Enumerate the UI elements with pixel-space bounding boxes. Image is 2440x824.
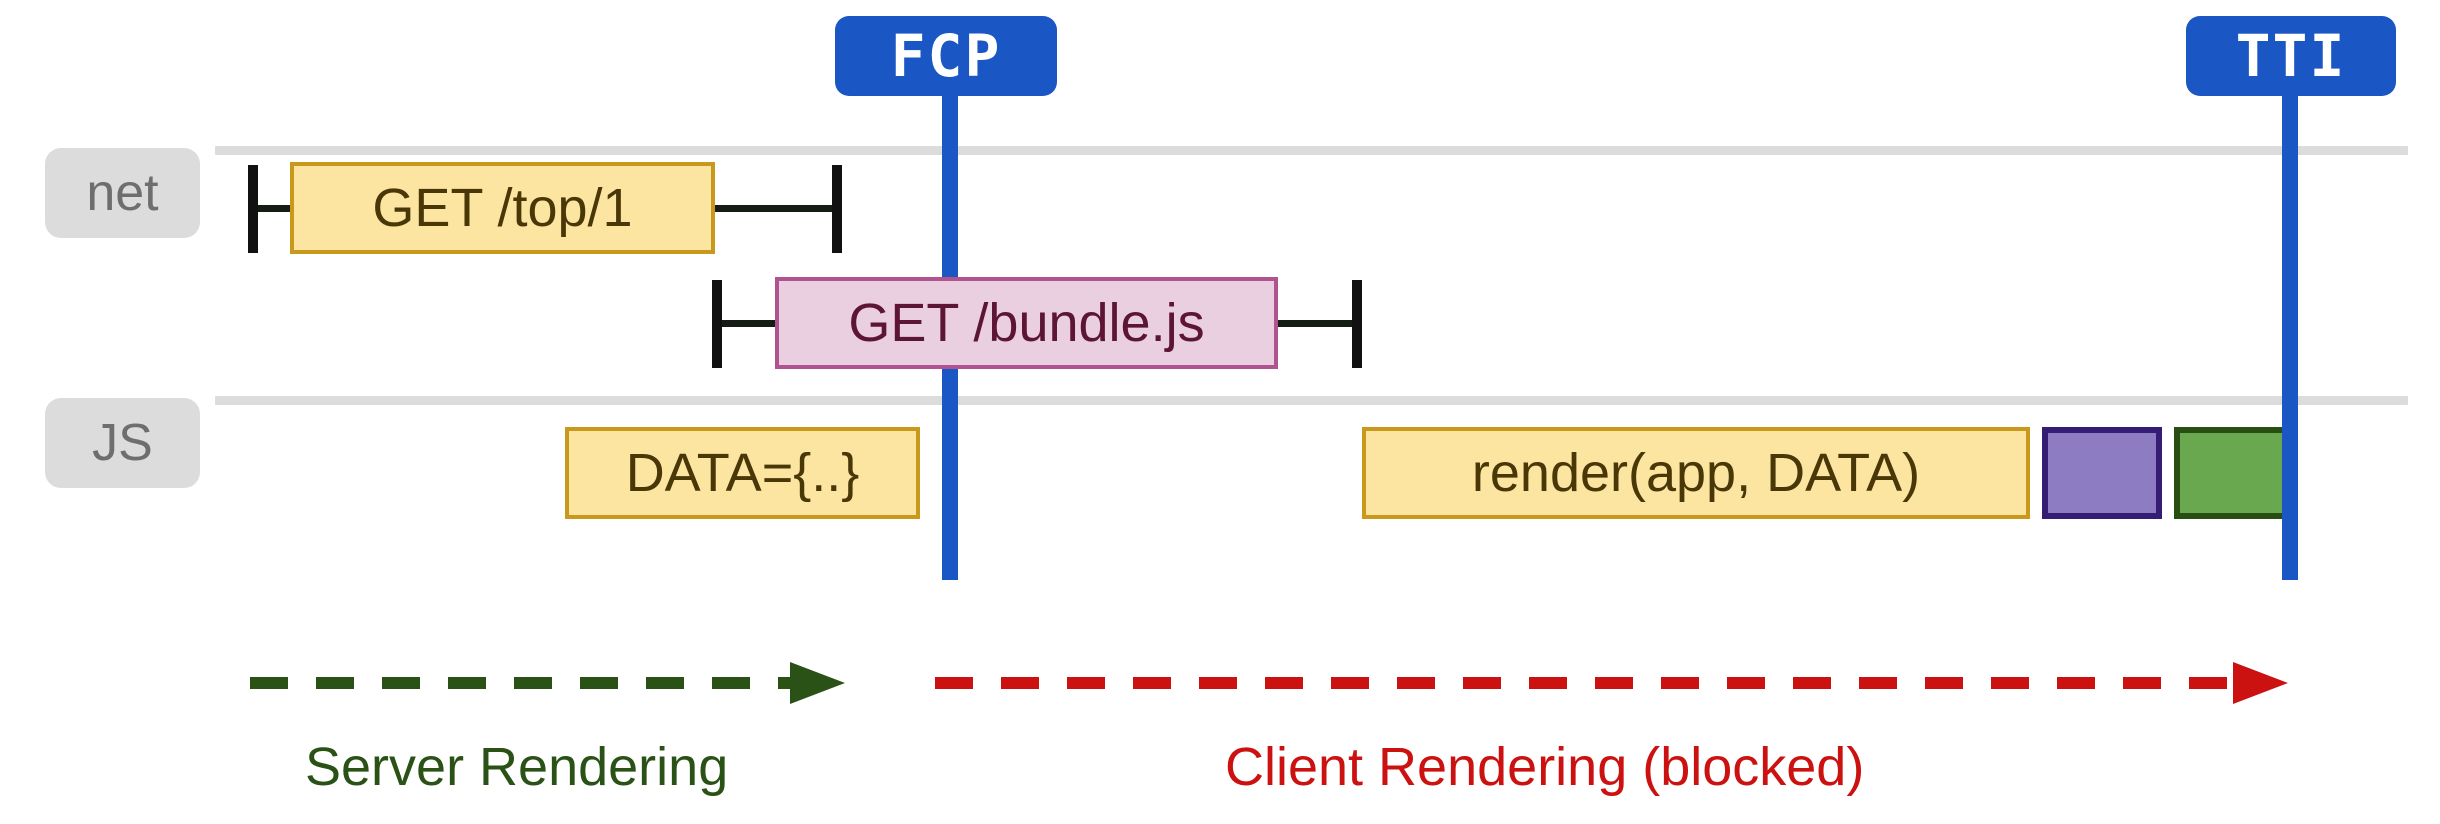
task-hydrate[interactable] bbox=[2042, 427, 2162, 519]
milestone-line-fcp-lower bbox=[942, 368, 958, 580]
phase-arrow-head-client bbox=[2233, 662, 2288, 704]
task-label-get-bundle: GET /bundle.js bbox=[848, 293, 1205, 353]
phase-label-client-rendering: Client Rendering (blocked) bbox=[1225, 737, 1865, 797]
lane-separator-js bbox=[215, 396, 2408, 405]
task-get-top[interactable]: GET /top/1 bbox=[290, 162, 715, 254]
lane-label-net: net bbox=[86, 164, 159, 222]
phase-arrow-client-rendering bbox=[935, 662, 2290, 704]
whisker-cap-left-get-bundle bbox=[712, 280, 722, 368]
milestone-badge-tti[interactable]: TTI bbox=[2186, 16, 2396, 96]
whisker-cap-right-get-bundle bbox=[1352, 280, 1362, 368]
milestone-label-fcp: FCP bbox=[890, 22, 1002, 90]
phase-label-server-rendering: Server Rendering bbox=[305, 737, 729, 797]
lane-separator-net bbox=[215, 146, 2408, 155]
whisker-cap-right-get-top bbox=[832, 165, 842, 253]
lane-label-js: JS bbox=[92, 414, 153, 472]
phase-arrow-dashes-server bbox=[250, 677, 795, 689]
milestone-line-tti bbox=[2282, 80, 2298, 580]
task-data[interactable]: DATA={..} bbox=[565, 427, 920, 519]
phase-arrow-head-server bbox=[790, 662, 845, 704]
task-paint[interactable] bbox=[2174, 427, 2288, 519]
whisker-cap-left-get-top bbox=[248, 165, 258, 253]
milestone-badge-fcp[interactable]: FCP bbox=[835, 16, 1057, 96]
milestone-label-tti: TTI bbox=[2235, 22, 2347, 90]
phase-arrow-server-rendering bbox=[250, 662, 845, 704]
task-label-data: DATA={..} bbox=[625, 443, 860, 503]
task-render[interactable]: render(app, DATA) bbox=[1362, 427, 2030, 519]
task-get-bundle[interactable]: GET /bundle.js bbox=[775, 277, 1278, 369]
lane-tab-js: JS bbox=[45, 398, 200, 488]
task-label-render: render(app, DATA) bbox=[1471, 443, 1921, 503]
task-label-get-top: GET /top/1 bbox=[372, 178, 633, 238]
lane-tab-net: net bbox=[45, 148, 200, 238]
phase-arrow-dashes-client bbox=[935, 677, 2235, 689]
